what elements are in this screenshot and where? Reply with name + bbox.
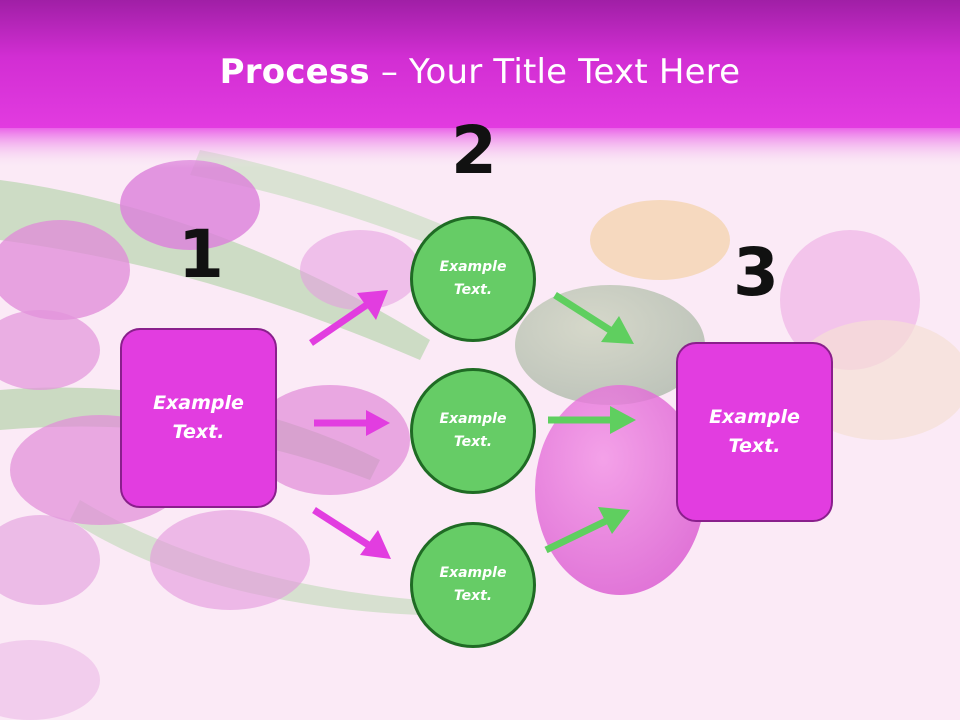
arrow-bottom-to-step3 [544,507,630,554]
step-2-circle-middle-text: Example Text. [439,411,507,450]
step-3-box: Example Text. [676,342,833,522]
step-2-circle-top-text: Example Text. [439,259,507,298]
step-1-box: Example Text. [120,328,277,508]
arrow-middle-to-step3 [548,406,636,434]
arrow-top-to-step3 [553,292,634,344]
step-1-text: Example Text. [153,392,244,443]
title-rest: Your Title Text Here [409,52,741,92]
title-bold: Process [219,52,370,92]
step-1-number: 1 [178,216,224,293]
step-3-number: 3 [733,234,779,311]
title-separator: – [369,52,410,92]
step-2-circle-middle: Example Text. [410,368,536,494]
arrow-step1-to-top [309,290,388,346]
arrow-step1-to-bottom [312,507,391,559]
slide-title: Process – Your Title Text Here [0,52,960,92]
arrow-step1-to-middle [314,410,390,436]
step-3-text: Example Text. [709,406,800,457]
step-2-circle-bottom-text: Example Text. [439,565,507,604]
step-2-circle-bottom: Example Text. [410,522,536,648]
step-2-number: 2 [451,112,497,189]
step-2-circle-top: Example Text. [410,216,536,342]
